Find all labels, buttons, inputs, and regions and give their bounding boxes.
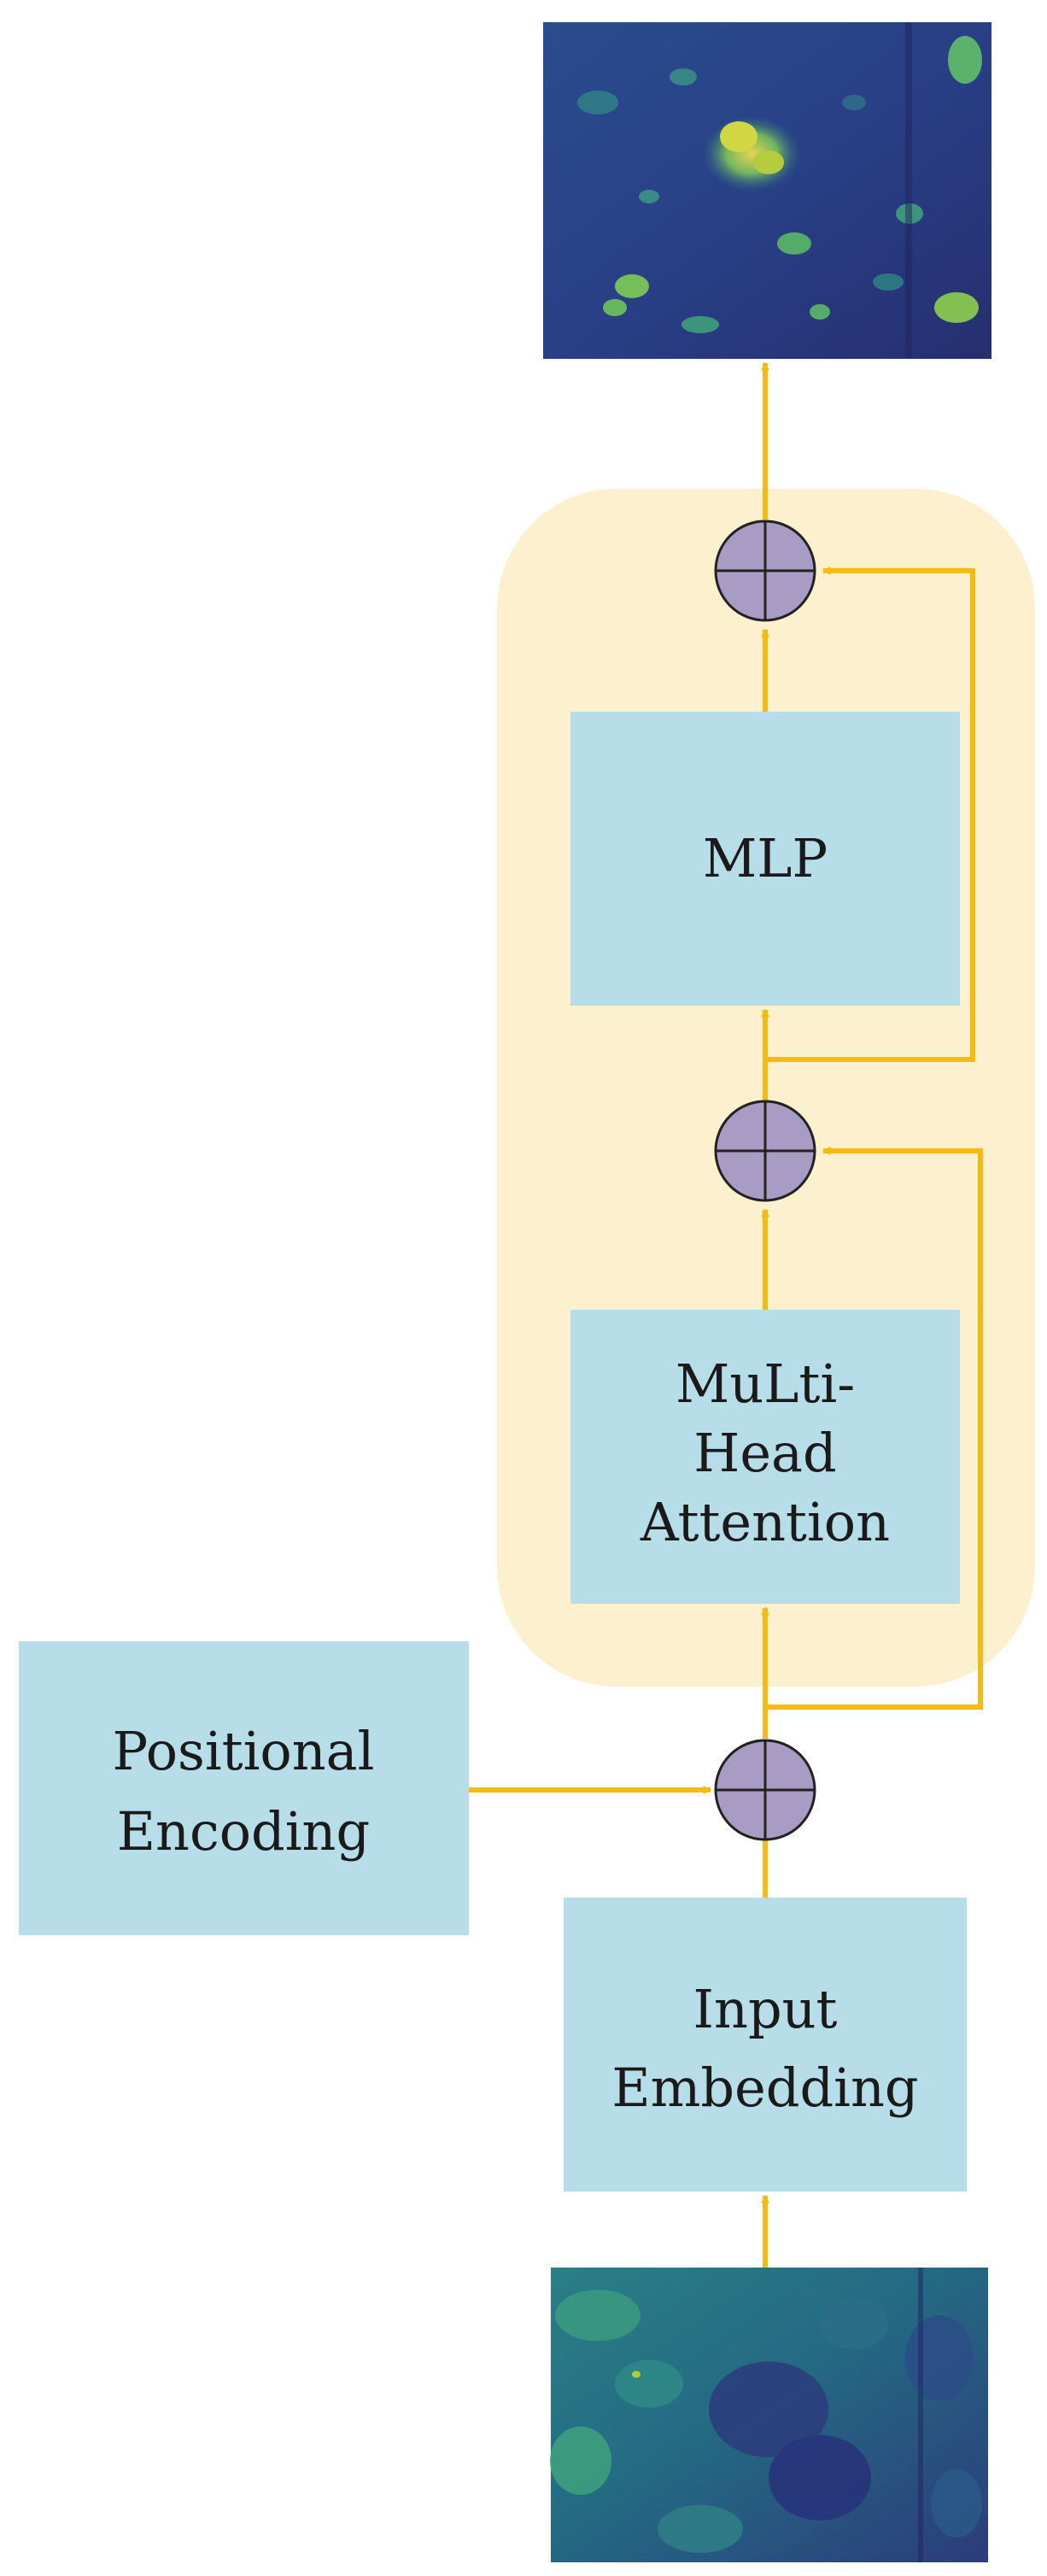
positional-label-line2: Encoding	[117, 1800, 370, 1863]
attention-label-line2: Head	[693, 1422, 836, 1484]
mlp-label: MLP	[703, 827, 828, 889]
mlp-block	[570, 712, 960, 1006]
positional-label-line1: Positional	[113, 1720, 375, 1782]
positional-encoding-block	[19, 1641, 469, 1935]
residual-arrow-to-adder2	[765, 1147, 983, 1710]
attention-label-line3: Attention	[640, 1491, 890, 1553]
input-feature-map-image	[550, 2268, 988, 2562]
output-feature-map-image	[543, 22, 991, 359]
input-embedding-block	[564, 1898, 967, 2192]
circle-plus-icon	[714, 1100, 816, 1202]
multi-head-attention-block	[570, 1310, 960, 1604]
input-embedding-label-line1: Input	[693, 1978, 838, 2040]
circle-plus-icon	[714, 519, 816, 622]
circle-plus-icon	[714, 1739, 816, 1841]
residual-arrow-to-adder1	[765, 566, 975, 1062]
attention-label-line1: MuLti-	[676, 1353, 855, 1415]
input-embedding-label-line2: Embedding	[611, 2057, 918, 2119]
